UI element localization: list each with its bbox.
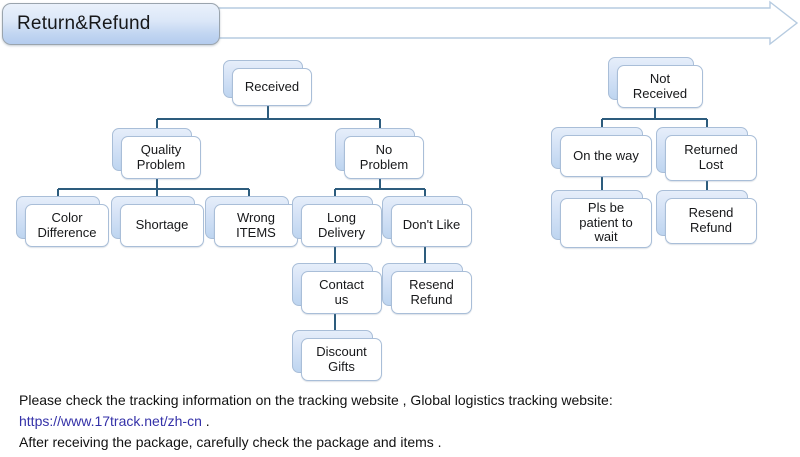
node-dont-like[interactable]: Don't Like — [382, 196, 472, 247]
node-shortage[interactable]: Shortage — [111, 196, 204, 247]
node-on-the-way[interactable]: On the way — [551, 127, 652, 177]
node-label: Don't Like — [402, 217, 461, 233]
footer-line-link: https://www.17track.net/zh-cn . — [19, 411, 779, 432]
footer-link-tail: . — [201, 413, 210, 429]
node-front-layer: Received — [232, 68, 312, 106]
right-arrow-banner-icon — [110, 0, 799, 46]
footer-line-tracking-info: Please check the tracking information on… — [19, 392, 613, 408]
footer-line-check-package: After receiving the package, carefully c… — [19, 434, 442, 450]
node-label: Shortage — [135, 217, 189, 233]
node-label: Received — [244, 78, 300, 94]
node-label: On the way — [573, 147, 639, 163]
node-front-layer: Shortage — [120, 204, 204, 247]
page-title-banner: Return&Refund — [2, 3, 220, 45]
footer-notes: Please check the tracking information on… — [19, 390, 779, 453]
node-front-layer: On the way — [560, 135, 652, 177]
node-front-layer: Don't Like — [391, 204, 472, 247]
header-band: Return&Refund — [0, 0, 800, 52]
tracking-website-link[interactable]: https://www.17track.net/zh-cn — [19, 413, 202, 429]
node-received[interactable]: Received — [223, 60, 312, 106]
page-title: Return&Refund — [17, 13, 151, 34]
